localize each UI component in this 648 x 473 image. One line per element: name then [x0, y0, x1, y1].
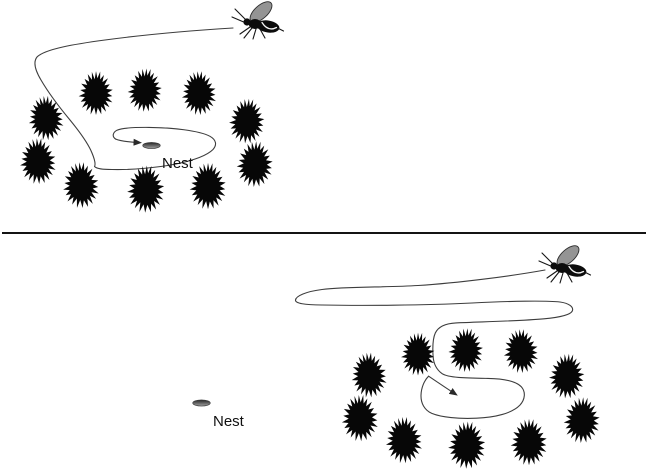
- pinecone-icon: [18, 137, 57, 185]
- pinecone-icon: [340, 394, 379, 443]
- pinecone-icon: [180, 70, 218, 117]
- flight-path: [34, 27, 234, 171]
- pinecone-icon: [502, 328, 540, 375]
- pinecone-icon: [384, 415, 424, 465]
- top-panel: Nest: [18, 0, 285, 214]
- flight-arrow-icon: [114, 138, 142, 146]
- pinecone-icon: [447, 420, 486, 470]
- nest-label: Nest: [162, 155, 194, 172]
- bottom-panel: Nest: [192, 241, 601, 470]
- pinecone-icon: [547, 352, 586, 400]
- pinecone-icon: [78, 71, 113, 115]
- flight-arrow-icon: [428, 375, 458, 396]
- pinecone-icon: [227, 97, 266, 145]
- pinecone-ring: [18, 67, 274, 214]
- pinecone-icon: [26, 94, 66, 142]
- pinecone-icon: [447, 327, 485, 374]
- pinecone-icon: [126, 164, 165, 214]
- flight-path: [294, 269, 574, 419]
- nest-mound: [142, 142, 161, 149]
- pinecone-icon: [510, 418, 547, 466]
- pinecone-icon: [349, 351, 389, 400]
- pinecone-icon: [189, 162, 226, 210]
- pinecone-icon: [562, 396, 601, 444]
- wasp-icon: [538, 241, 592, 284]
- nest-label: Nest: [213, 413, 245, 430]
- pinecone-icon: [61, 161, 101, 210]
- pinecone-ring: [340, 327, 601, 470]
- pinecone-icon: [126, 67, 163, 113]
- wasp-icon: [231, 0, 285, 40]
- pinecone-icon: [235, 140, 274, 188]
- pinecone-icon: [401, 332, 435, 376]
- nest-mound: [192, 399, 211, 407]
